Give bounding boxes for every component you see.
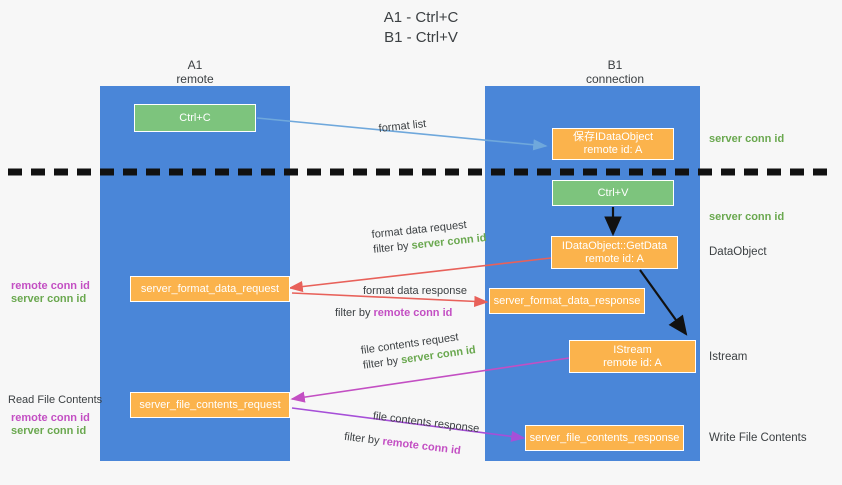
column-a1-sub: remote bbox=[176, 72, 214, 86]
filter-prefix: filter by bbox=[362, 354, 403, 372]
title-line-1: A1 - Ctrl+C bbox=[383, 9, 459, 26]
node-server-file-contents-response[interactable]: server_file_contents_response bbox=[525, 425, 684, 451]
edge-label-format-data-request: format data request filter by server con… bbox=[371, 216, 487, 258]
edge-label-file-contents-response: file contents response filter by remote … bbox=[343, 406, 480, 461]
node-ctrl-v[interactable]: Ctrl+V bbox=[552, 180, 674, 206]
node-ctrl-c[interactable]: Ctrl+C bbox=[134, 104, 256, 132]
annotation-server-conn-id-top: server conn id bbox=[709, 133, 785, 145]
edge-label-format-data-response-filter: filter by remote conn id bbox=[335, 299, 467, 321]
annotation-server-conn-id-lower: server conn id bbox=[11, 425, 87, 437]
node-idataobject-getdata-line2: remote id: A bbox=[585, 252, 644, 265]
edge-label-format-list: format list bbox=[378, 117, 427, 137]
node-server-file-contents-response-label: server_file_contents_response bbox=[529, 431, 680, 444]
node-idataobject-getdata[interactable]: IDataObject::GetData remote id: A bbox=[551, 236, 678, 269]
column-a1-name: A1 bbox=[187, 58, 203, 72]
annotation-write-file-contents: Write File Contents bbox=[709, 432, 807, 444]
node-server-file-contents-request-label: server_file_contents_request bbox=[139, 398, 281, 411]
annotation-dataobject: DataObject bbox=[709, 246, 767, 258]
annotation-remote-conn-id-lower: remote conn id bbox=[11, 412, 90, 424]
edge-label-format-data-response: format data response filter by remote co… bbox=[335, 284, 467, 321]
column-header-b1: B1 connection bbox=[540, 58, 690, 86]
annotation-istream: Istream bbox=[709, 351, 748, 363]
annotation-server-conn-id-upper: server conn id bbox=[11, 293, 87, 305]
filter-prefix: filter by bbox=[335, 307, 374, 319]
node-server-format-data-response[interactable]: server_format_data_response bbox=[489, 288, 645, 314]
node-idataobject-getdata-line1: IDataObject::GetData bbox=[561, 239, 668, 252]
node-server-file-contents-request[interactable]: server_file_contents_request bbox=[130, 392, 290, 418]
node-save-idataobject[interactable]: 保存IDataObject remote id: A bbox=[552, 128, 674, 160]
edge-label-format-list-text: format list bbox=[378, 118, 427, 135]
filter-prefix: filter by bbox=[372, 239, 413, 256]
node-server-format-data-request-label: server_format_data_request bbox=[140, 282, 280, 295]
node-ctrl-c-label: Ctrl+C bbox=[179, 111, 211, 124]
page-title: A1 - Ctrl+C B1 - Ctrl+V bbox=[0, 8, 842, 48]
node-server-format-data-request[interactable]: server_format_data_request bbox=[130, 276, 290, 302]
column-b1-name: B1 bbox=[607, 58, 623, 72]
node-istream-line1: IStream bbox=[613, 343, 652, 356]
filter-value-remote-conn-id: remote conn id bbox=[373, 307, 453, 319]
node-ctrl-v-label: Ctrl+V bbox=[597, 186, 629, 199]
title-line-2: B1 - Ctrl+V bbox=[384, 29, 458, 46]
node-istream[interactable]: IStream remote id: A bbox=[569, 340, 696, 373]
annotation-server-conn-id-second: server conn id bbox=[709, 211, 785, 223]
annotation-remote-conn-id-upper: remote conn id bbox=[11, 280, 90, 292]
annotation-read-file-contents: Read File Contents bbox=[8, 394, 103, 406]
edge-label-file-contents-request: file contents request filter by server c… bbox=[360, 328, 477, 374]
filter-value-remote-conn-id: remote conn id bbox=[381, 435, 462, 458]
node-istream-line2: remote id: A bbox=[603, 356, 662, 369]
node-save-idataobject-line1: 保存IDataObject bbox=[572, 131, 654, 143]
filter-prefix: filter by bbox=[343, 430, 384, 448]
edge-label-format-data-response-text: format data response bbox=[363, 285, 467, 297]
node-server-format-data-response-label: server_format_data_response bbox=[493, 294, 641, 307]
column-header-a1: A1 remote bbox=[120, 58, 270, 86]
column-b1-sub: connection bbox=[585, 72, 645, 86]
node-save-idataobject-line2: remote id: A bbox=[583, 144, 643, 156]
